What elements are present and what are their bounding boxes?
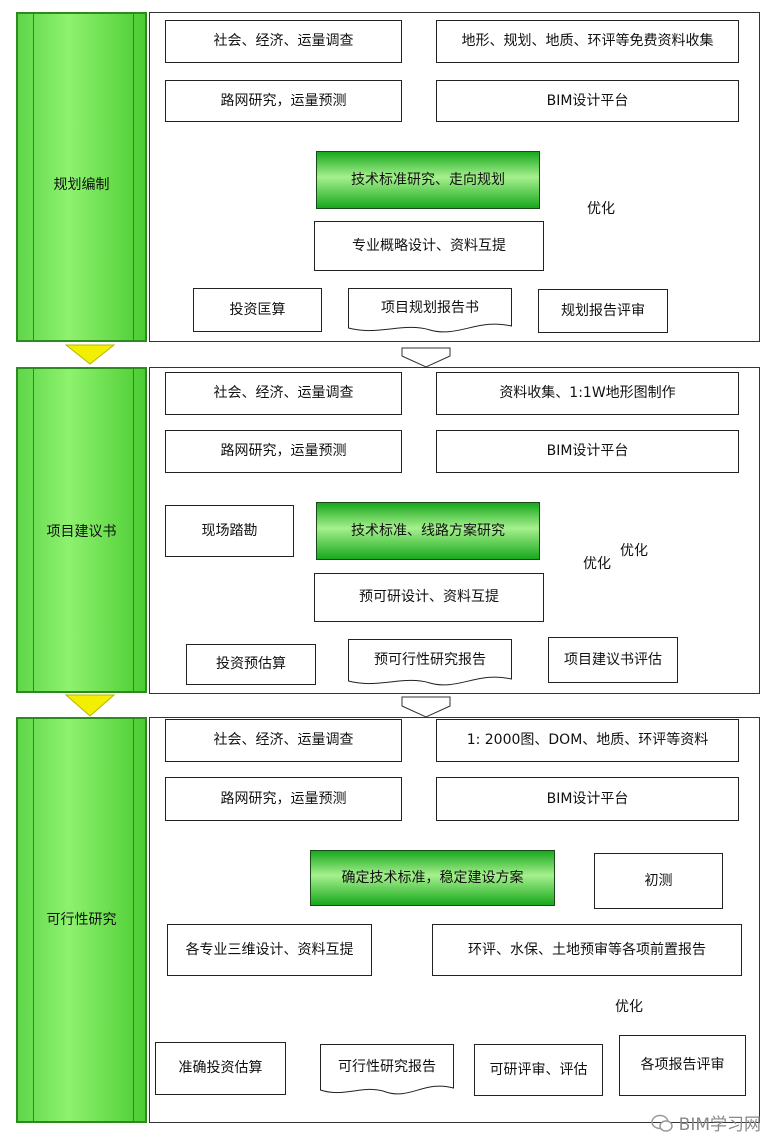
box-survey: 社会、经济、运量调查 [165,372,402,415]
label-optimize: 优化 [583,556,611,572]
wechat-icon [650,1114,673,1132]
doc-planning-report: 项目规划报告书 [348,288,512,334]
doc-feasibility-report: 可行性研究报告 [320,1044,454,1096]
box-review: 项目建议书评估 [548,637,678,683]
box-free-data: 地形、规划、地质、环评等免费资料收集 [436,20,739,63]
stage-band-feasibility: 可行性研究 [16,717,147,1123]
box-data-2000: 1: 2000图、DOM、地质、环评等资料 [436,719,739,762]
box-tech-standard: 确定技术标准，稳定建设方案 [310,850,555,906]
document-shape [348,639,512,686]
stage-label: 项目建议书 [46,524,117,540]
box-site-survey: 现场踏勘 [165,505,294,557]
document-shape [348,288,512,333]
box-road-study: 路网研究，运量预测 [165,430,402,473]
label-optimize: 优化 [620,543,648,559]
box-bim-platform: BIM设计平台 [436,430,739,473]
box-survey: 社会、经济、运量调查 [165,719,402,762]
box-initial-survey: 初测 [594,853,723,909]
band-inner-column [33,719,134,1121]
box-data-collect: 资料收集、1:1W地形图制作 [436,372,739,415]
stage-band-proposal: 项目建议书 [16,367,147,693]
box-reports-review: 各项报告评审 [619,1035,746,1096]
box-investment: 准确投资估算 [155,1042,286,1095]
box-survey: 社会、经济、运量调查 [165,20,402,63]
watermark: BIM学习网 [650,1110,761,1135]
box-review: 规划报告评审 [538,289,668,333]
box-road-study: 路网研究，运量预测 [165,777,402,821]
band-inner-column [33,14,134,340]
label-optimize: 优化 [615,999,643,1015]
doc-label: 可行性研究报告 [338,1059,436,1075]
label-optimize: 优化 [587,201,615,217]
box-review: 可研评审、评估 [474,1044,603,1096]
box-tech-standard: 技术标准、线路方案研究 [316,502,540,560]
box-3d-design: 各专业三维设计、资料互提 [167,924,372,976]
stage-band-planning: 规划编制 [16,12,147,342]
box-investment: 投资预估算 [186,644,316,685]
band-inner-column [33,369,134,691]
stage-label: 可行性研究 [46,912,117,928]
watermark-text: BIM学习网 [678,1115,761,1135]
box-pre-reports: 环评、水保、土地预审等各项前置报告 [432,924,742,976]
box-road-study: 路网研究，运量预测 [165,80,402,122]
box-bim-platform: BIM设计平台 [436,777,739,821]
doc-label: 项目规划报告书 [381,300,479,316]
box-pre-design: 预可研设计、资料互提 [314,573,544,622]
doc-prefeasibility-report: 预可行性研究报告 [348,639,512,687]
document-shape [320,1044,454,1095]
box-tech-standard: 技术标准研究、走向规划 [316,151,540,209]
stage-label: 规划编制 [53,177,110,193]
box-prof-design: 专业概略设计、资料互提 [314,221,544,271]
box-investment: 投资匡算 [193,288,322,332]
doc-label: 预可行性研究报告 [374,652,486,668]
box-bim-platform: BIM设计平台 [436,80,739,122]
